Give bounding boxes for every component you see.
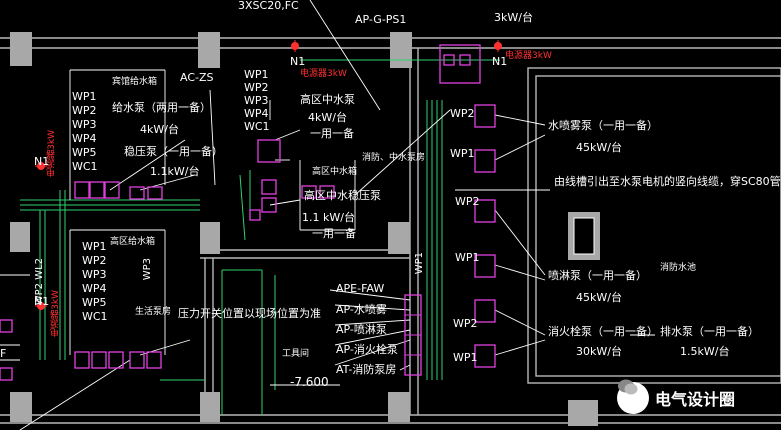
mid-reg-pump-mode: 一用一备 (312, 227, 356, 240)
guest-pump-rating: 4kW/台 (140, 123, 179, 136)
spray-pump-label: 水喷雾泵（一用一备） (548, 119, 658, 132)
mid-circuits: WP1 WP2 WP3 WP4 WC1 (244, 68, 270, 133)
mid-tank-title: 高区中水箱 (312, 167, 358, 177)
domestic-pump-room: 生活泵房 (135, 307, 172, 317)
guest-pump-label: 给水泵（两用一备） (112, 101, 211, 114)
ape-label: APE-FAW (336, 282, 385, 295)
mid-pump-rating: 4kW/台 (308, 111, 347, 124)
circuit-label: WC1 (82, 310, 108, 323)
n1-label-vertical-bottom: N1 (34, 295, 50, 308)
right-circuit-label: WP1 (455, 251, 480, 264)
ape-label: AP-消火栓泵 (336, 343, 398, 356)
circuit-label: WP2 (244, 81, 269, 94)
ape-label: AP-喷淋泵 (336, 323, 387, 336)
sprinkler-pump-label: 喷淋泵（一用一备） (548, 269, 647, 282)
mid-pump-title: 高区中水泵 (300, 93, 355, 106)
circuit-label: WP4 (244, 107, 269, 120)
elevation-label: -7.600 (290, 375, 329, 389)
ape-label: AP-水喷雾 (336, 303, 387, 316)
guest-tank-circuits: WP1 WP2 WP3 WP4 WP5 WC1 (72, 90, 98, 174)
circuit-label: WP5 (82, 296, 107, 309)
circuit-label: WC1 (244, 120, 270, 133)
left-f-label: F (0, 347, 7, 360)
high-tank-circuits: WP1 WP2 WP3 WP4 WP5 WC1 (82, 240, 108, 324)
mid-pump-mode: 一用一备 (310, 127, 354, 140)
circuit-label: WP2 (82, 254, 107, 267)
circuit-label: WC1 (72, 160, 98, 173)
watermark-text: 电气设计圈 (655, 390, 736, 409)
right-circuit-label: WP1 (450, 147, 475, 160)
hydrant-pump-label: 消火栓泵（一用一备） (548, 325, 658, 338)
drain-pump-label: 排水泵（一用一备） (660, 325, 759, 338)
tool-room-label: 工具间 (282, 349, 310, 359)
circuit-label: WP2 (72, 104, 97, 117)
right-circuit-label: WP1 (453, 351, 478, 364)
watermark: 电气设计圈 (617, 378, 777, 418)
circuit-label: WP4 (82, 282, 107, 295)
wechat-icon (617, 379, 649, 414)
lamp-label-vertical-bottom: 电源器3kW (51, 290, 61, 337)
cable-note: 由线槽引出至水泵电机的竖向线缆，穿SC80管 (554, 175, 781, 188)
high-tank-title: 高区给水箱 (110, 237, 156, 247)
circuit-label: WP1 (244, 68, 269, 81)
pressure-switch-note: 压力开关位置以现场位置为准 (178, 307, 321, 320)
circuit-label: WP3 (244, 94, 269, 107)
hydrant-pump-rating: 30kW/台 (576, 345, 622, 358)
guest-tank-title: 宾馆给水箱 (112, 77, 158, 87)
circuit-label: WP1 (82, 240, 107, 253)
guest-reg-pump-label: 稳压泵（一用一备） (124, 145, 223, 158)
circuit-label: WP4 (72, 132, 97, 145)
drain-pump-rating: 1.5kW/台 (680, 345, 730, 358)
ape-label: AT-消防泵房 (336, 363, 397, 376)
right-circuit-label: WP2 (453, 317, 478, 330)
wp3-vertical-label: WP3 (142, 258, 153, 281)
right-circuit-label: WP2 (450, 107, 475, 120)
top-cable-spec: 3XSC20,FC (238, 0, 299, 12)
circuit-label: WP1 (72, 90, 97, 103)
panel-ap-g-ps1: AP-G-PS1 (355, 13, 407, 26)
circuit-label: WP3 (72, 118, 97, 131)
spray-pump-rating: 45kW/台 (576, 141, 622, 154)
lamp-label-left: 电源器3kW (300, 69, 347, 79)
mid-reg-pump-title: 高区中水稳压泵 (304, 189, 381, 202)
right-circuit-label: WP2 (455, 195, 480, 208)
panel-ac-zs: AC-ZS (180, 71, 214, 84)
n1-label-vertical-top: N1 (34, 155, 50, 168)
lamp-label-right: 电源器3kW (505, 51, 552, 61)
n1-label-right: N1 (492, 55, 508, 68)
n1-label-left: N1 (290, 55, 306, 68)
wp1-vertical-label: WP1 (414, 252, 425, 275)
circuit-label: WP3 (82, 268, 107, 281)
fire-pump-room: 消防、中水泵房 (362, 153, 426, 163)
fire-pool-label: 消防水池 (660, 263, 697, 273)
guest-reg-pump-rating: 1.1kW/台 (150, 165, 200, 178)
circuit-label: WP5 (72, 146, 97, 159)
lamp-label-vertical-top: 电源器3kW (47, 130, 57, 177)
top-power-rating: 3kW/台 (494, 11, 533, 24)
mid-reg-pump-rating: 1.1 kW/台 (302, 211, 355, 224)
sprinkler-pump-rating: 45kW/台 (576, 291, 622, 304)
